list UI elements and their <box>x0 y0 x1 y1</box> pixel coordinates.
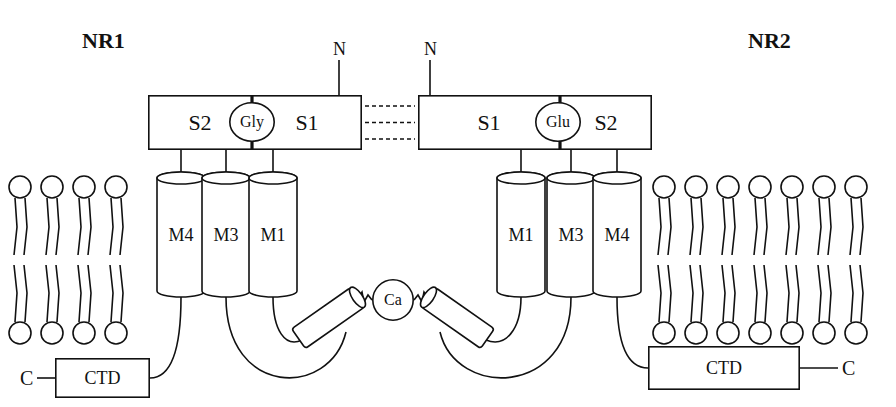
pore-helix <box>292 285 369 349</box>
subunit-name: NR1 <box>82 30 125 52</box>
node-text: M4 <box>604 226 629 244</box>
connector <box>616 150 618 172</box>
lipid-bilayer-left <box>9 176 127 344</box>
terminus-label: N <box>333 40 346 58</box>
node-text: S1 <box>477 112 500 134</box>
ligand-site: Glu <box>535 102 581 142</box>
pore-helix <box>418 285 495 349</box>
node-text: M3 <box>558 226 583 244</box>
connector <box>150 297 181 378</box>
node-text: M3 <box>213 226 238 244</box>
pore-loops <box>37 60 838 378</box>
node-text: M1 <box>260 226 285 244</box>
terminus-label: C <box>20 368 33 388</box>
connector <box>570 150 572 172</box>
node-text: S1 <box>295 112 318 134</box>
connector <box>225 150 227 172</box>
node-text: S2 <box>188 112 211 134</box>
node-text: Ca <box>384 292 402 308</box>
connector <box>272 150 274 172</box>
helix-cylinder: M1 <box>248 172 298 297</box>
node-text: M4 <box>168 226 193 244</box>
ctd-box: CTD <box>55 358 150 398</box>
connector <box>180 150 182 172</box>
terminus-label: C <box>842 358 855 378</box>
helix-cylinder: M4 <box>592 172 642 297</box>
helix-cylinder: M4 <box>156 172 206 297</box>
connector <box>617 297 648 368</box>
helix-cylinder: M3 <box>546 172 596 297</box>
connector <box>520 150 522 172</box>
helix-cylinder: M1 <box>496 172 546 297</box>
terminus-label: N <box>424 40 437 58</box>
node-text: Gly <box>240 114 264 130</box>
node-text: M1 <box>508 226 533 244</box>
ctd-box: CTD <box>648 346 800 390</box>
node-text: S2 <box>594 112 617 134</box>
subunit-name: NR2 <box>748 30 791 52</box>
node-text: CTD <box>706 359 742 377</box>
node-text: CTD <box>85 369 121 387</box>
ion-circle: Ca <box>372 279 414 321</box>
lipid-bilayer-right <box>653 176 867 344</box>
helix-cylinder: M3 <box>201 172 251 297</box>
connector <box>365 106 415 139</box>
node-text: Glu <box>546 114 570 130</box>
ligand-site: Gly <box>229 102 275 142</box>
